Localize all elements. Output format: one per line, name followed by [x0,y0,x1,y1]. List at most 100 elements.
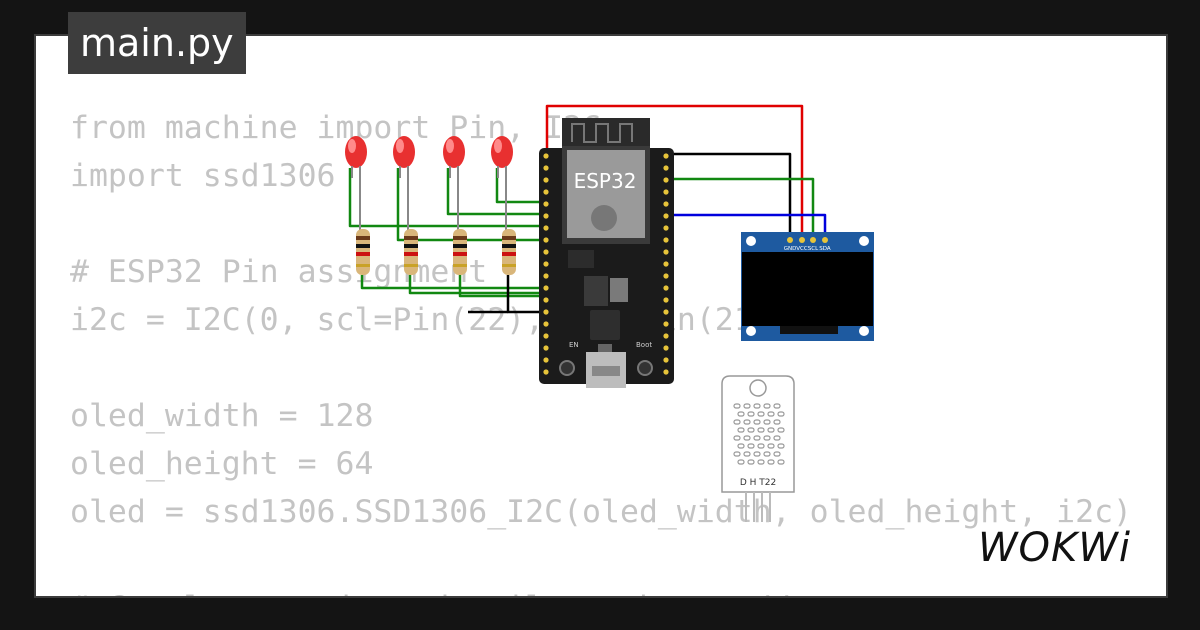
sensor-vent [773,451,781,457]
sensor-vent [767,427,775,433]
wokwi-logo: WOKWi [978,525,1131,571]
header-pin [663,333,669,339]
header-pin [663,189,669,195]
sensor-vent [757,411,765,417]
header-pin [543,189,549,195]
sensor-vent [747,459,755,465]
en-button-label: EN [569,341,579,349]
wire-led4 [495,168,547,204]
header-pin [543,213,549,219]
sensor-vent [733,435,741,441]
header-pin [543,357,549,363]
header-pin [663,345,669,351]
sensor-vent [773,435,781,441]
header-pin [663,321,669,327]
sensor-vent [737,427,745,433]
header-pin [543,249,549,255]
esp32-pins [543,153,669,375]
sensor-vent [757,427,765,433]
header-pin [543,225,549,231]
header-pin [663,153,669,159]
sensor-vent [773,403,781,409]
sensor-vent [743,403,751,409]
sensor-vent [763,435,771,441]
code-line: oled_width = 128 [70,398,374,434]
sensor-vent [743,451,751,457]
header-pin [663,297,669,303]
sensor-vent [767,459,775,465]
header-pin [543,201,549,207]
led-group [345,136,513,230]
oled-pin-vcc: VCC [796,246,808,252]
sensor-vent [733,451,741,457]
resistor-3[interactable] [453,229,467,275]
wire-green-scl [664,177,815,240]
header-pin [543,177,549,183]
header-pin [543,309,549,315]
wire-red [545,104,804,240]
header-pin [543,261,549,267]
esp32-board[interactable]: ESP32 EN Boot [539,118,674,388]
wire-black [664,152,792,240]
wire-blue-sda [664,213,827,240]
sensor-vent [777,459,785,465]
sensor-vent [747,443,755,449]
wire-led3 [446,168,547,216]
wire-led2 [396,168,547,242]
header-pin [543,153,549,159]
oled-pin-scl: SCL [808,246,819,252]
oled-pin-sda: SDA [819,246,831,252]
sensor-vent [747,427,755,433]
header-pin [663,177,669,183]
sensor-vent [767,411,775,417]
code-line: import ssd1306 [70,158,336,194]
sensor-vent [777,443,785,449]
sensor-vent [763,419,771,425]
code-line: # ESP32 Pin assignment [70,254,488,290]
resistor-group [356,229,516,275]
oled-display[interactable]: GND VCC SCL SDA [741,232,874,341]
header-pin [663,201,669,207]
header-pin [543,285,549,291]
resistor-4[interactable] [502,229,516,275]
header-pin [543,345,549,351]
led-4[interactable] [491,136,513,230]
header-pin [663,273,669,279]
sensor-vent [777,411,785,417]
led-1[interactable] [345,136,367,230]
header-pin [663,237,669,243]
dht22-sensor[interactable]: D H T22 [721,375,795,522]
header-pin [543,369,549,375]
header-pin [663,357,669,363]
sensor-vent [757,443,765,449]
sensor-vent [763,403,771,409]
header-pin [543,333,549,339]
sensor-vent [753,403,761,409]
sensor-vent [743,435,751,441]
header-pin [663,261,669,267]
code-line: oled = ssd1306.SSD1306_I2C(oled_width, o… [70,494,1133,530]
header-pin [663,213,669,219]
code-line: oled_height = 64 [70,446,374,482]
resistor-2[interactable] [404,229,418,275]
header-pin [543,237,549,243]
sensor-vent [747,411,755,417]
sensor-vent [773,419,781,425]
led-2[interactable] [393,136,415,230]
header-pin [543,297,549,303]
file-tab[interactable]: main.py [68,12,246,74]
header-pin [663,369,669,375]
header-pin [663,225,669,231]
sensor-vent [757,459,765,465]
resistor-1[interactable] [356,229,370,275]
sensor-vent [733,419,741,425]
header-pin [543,165,549,171]
sensor-vent [737,459,745,465]
dht22-label: D H T22 [740,478,776,488]
led-3[interactable] [443,136,465,230]
header-pin [663,249,669,255]
sensor-vent [743,419,751,425]
code-line: # Complete project details at https:// [70,584,1132,596]
header-pin [663,165,669,171]
